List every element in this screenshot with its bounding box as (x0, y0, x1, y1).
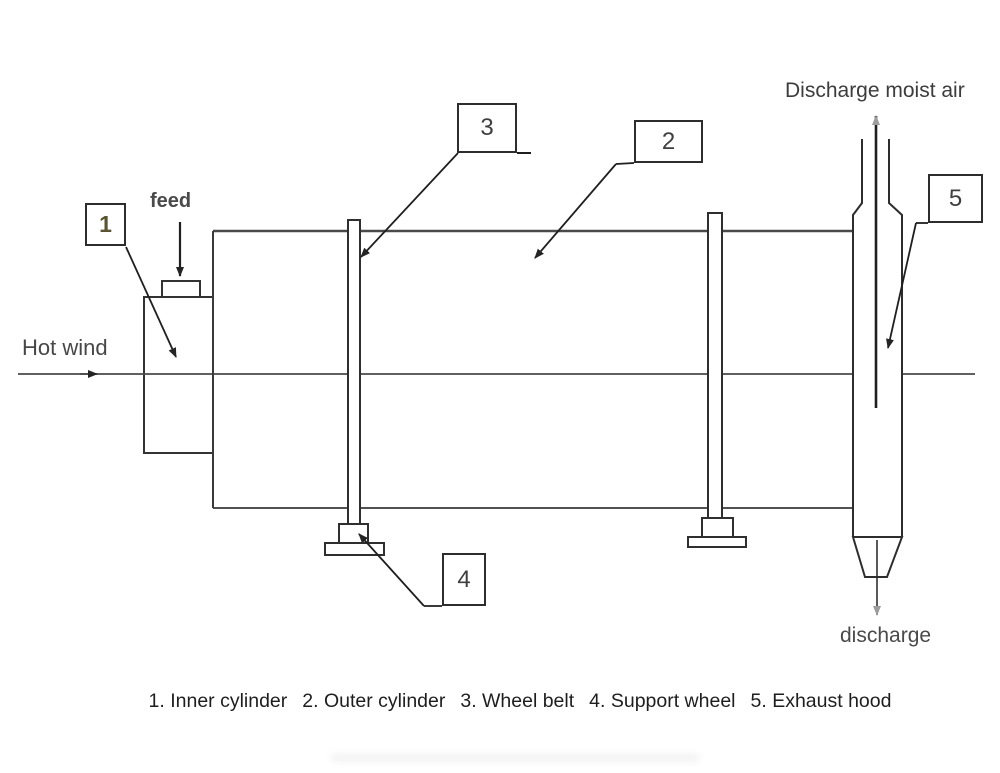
callout-digit-3: 3 (480, 114, 494, 141)
callout-digit-4: 4 (457, 565, 471, 593)
callout-box-5: 5 (928, 174, 983, 223)
callout-box-3: 3 (457, 103, 517, 153)
chimney-right-wall (888, 139, 903, 537)
watermark-smudge (330, 753, 700, 763)
legend-item-5: 5. Exhaust hood (750, 690, 892, 712)
leader-line-5 (886, 222, 928, 349)
legend-item-2: 2. Outer cylinder (302, 690, 446, 712)
feed-inlet-chamber (143, 280, 214, 454)
legend-item-1: 1. Inner cylinder (148, 690, 288, 712)
chimney-left-wall (852, 139, 863, 537)
callout-box-2: 2 (634, 120, 703, 163)
discharge-label: discharge (840, 624, 932, 647)
support-wheel-1 (324, 523, 385, 556)
legend: 1. Inner cylinder 2. Outer cylinder 3. W… (40, 690, 1000, 713)
callout-box-1: 1 (85, 203, 126, 246)
leader-line-3 (360, 152, 531, 258)
support-wheel-2 (687, 517, 747, 548)
callout-box-4: 4 (442, 553, 486, 606)
exhaust-hood (851, 139, 904, 578)
discharge-moist-air-label: Discharge moist air (785, 79, 965, 102)
hot-wind-label: Hot wind (22, 335, 108, 360)
feed-hopper (161, 280, 201, 298)
callout-digit-2: 2 (661, 127, 676, 155)
outer-cylinder (212, 229, 853, 509)
legend-item-3: 3. Wheel belt (460, 690, 575, 712)
callout-digit-1: 1 (99, 211, 112, 237)
wheel-belt-1 (347, 219, 361, 526)
legend-item-4: 4. Support wheel (589, 690, 736, 712)
feed-label: feed (150, 190, 192, 212)
leader-line-4 (358, 533, 442, 607)
leader-line-2 (534, 162, 635, 259)
wheel-belt-2 (707, 212, 723, 519)
leader-line-1 (125, 246, 177, 358)
callout-digit-5: 5 (948, 184, 963, 212)
